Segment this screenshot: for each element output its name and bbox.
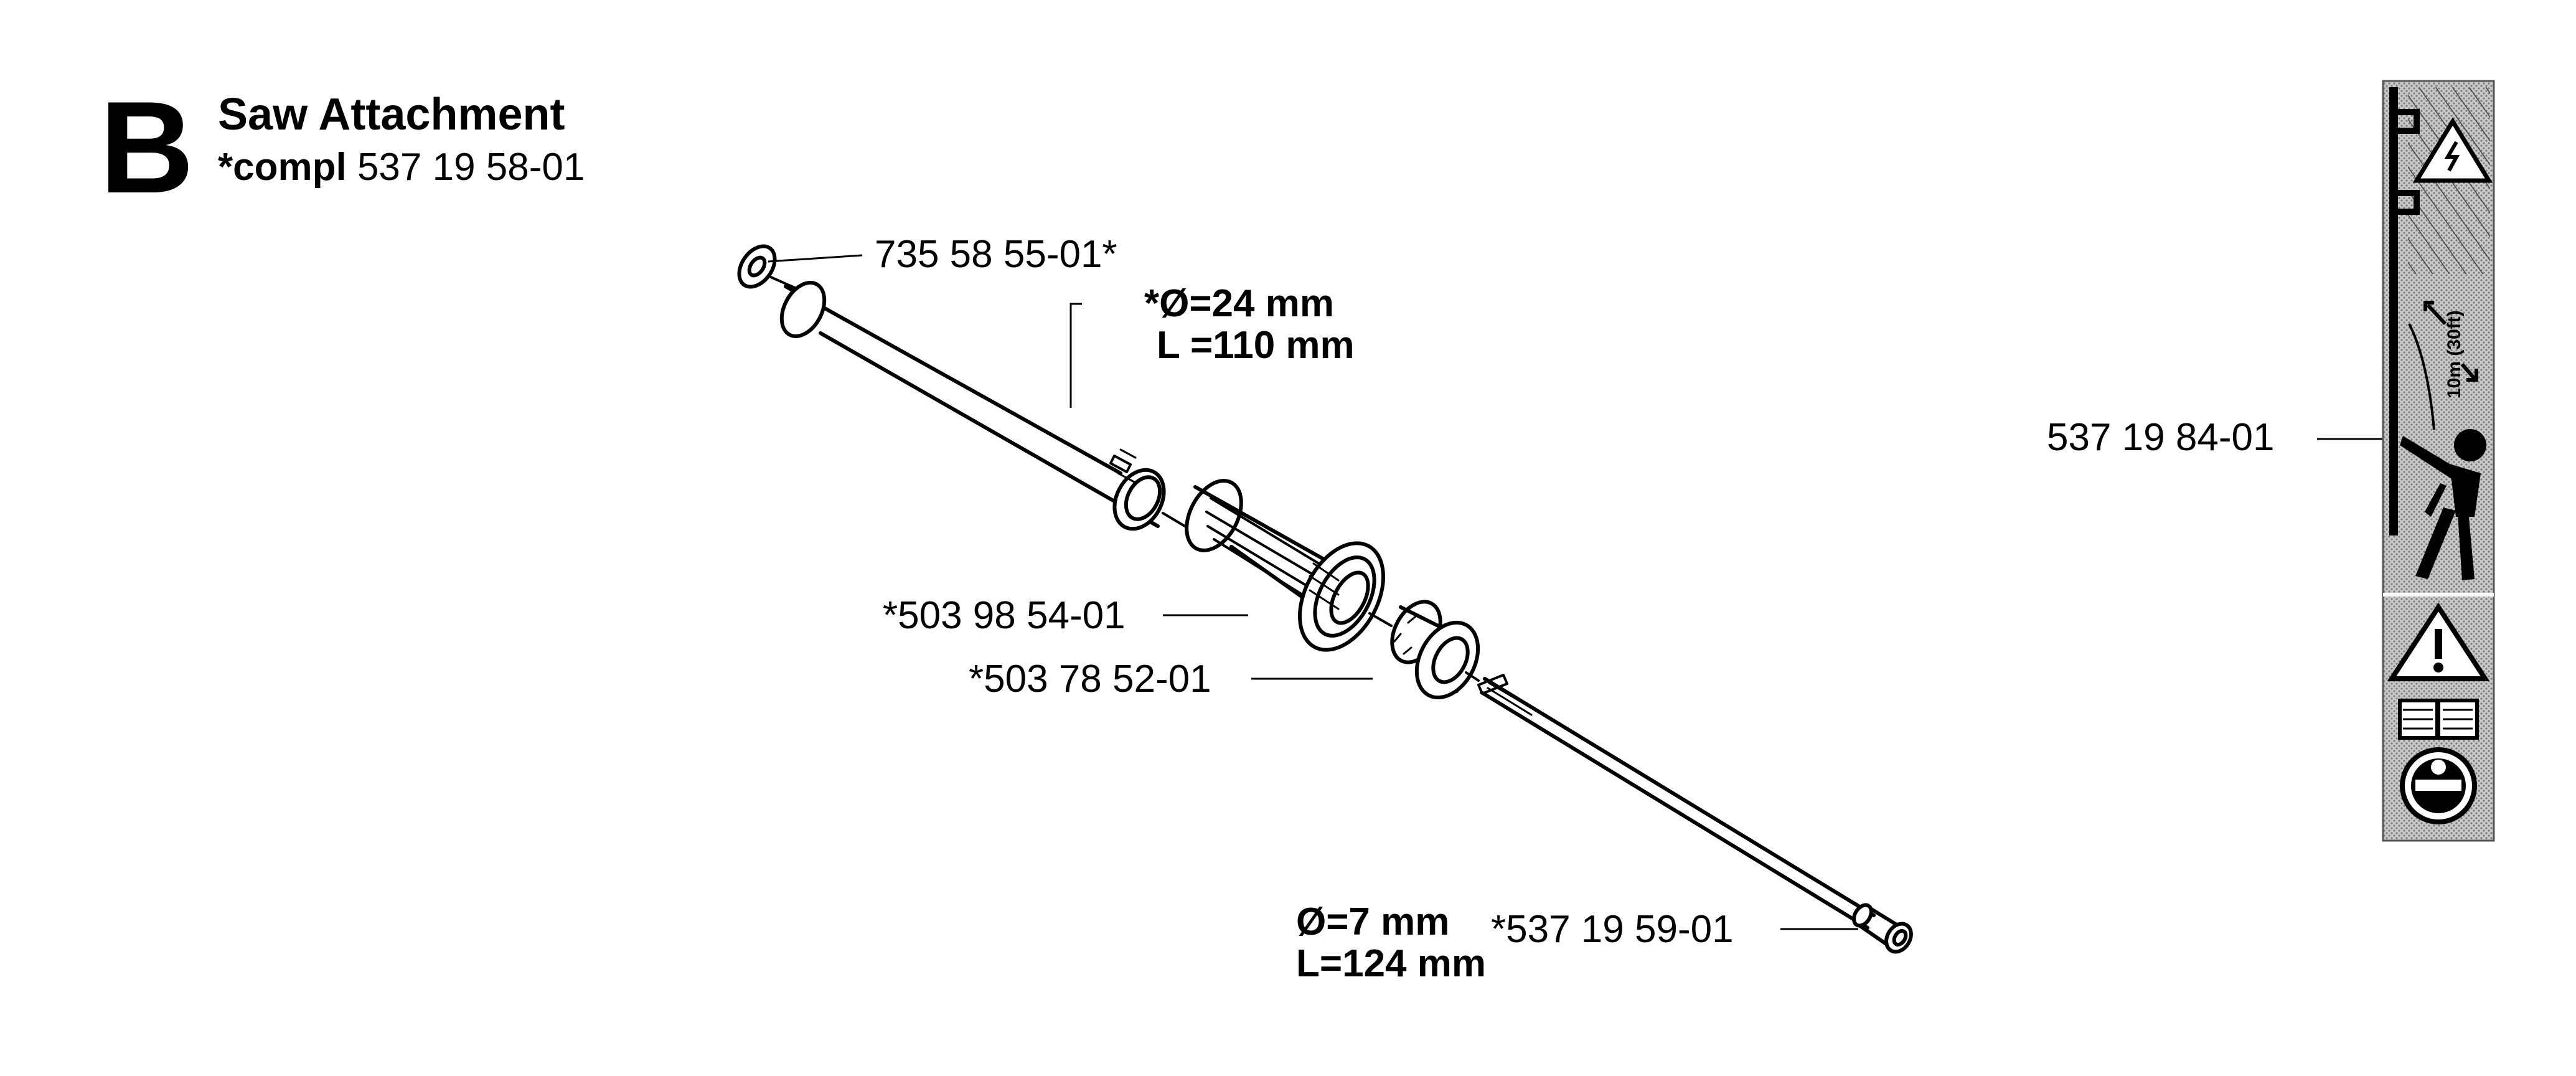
operator-figure-icon (2400, 429, 2486, 580)
hex-nut-part (1390, 600, 1480, 700)
assembly-part-number: 537 19 58-01 (357, 146, 585, 189)
leader-line-washer (768, 254, 863, 263)
section-letter: B (100, 74, 194, 220)
tube-diameter: *Ø=24 mm (1144, 282, 1335, 325)
distance-arrows-icon (2408, 301, 2478, 430)
shaft-spec: Ø=7 mm L=124 mm (1296, 900, 1487, 985)
part-label-nut: *503 78 52-01 (969, 658, 1211, 701)
washer-part (737, 244, 777, 289)
part-label-bushing: *503 98 54-01 (883, 594, 1126, 637)
protective-equipment-icon (2400, 747, 2477, 824)
page-title: Saw Attachment (218, 90, 565, 139)
ribbed-bushing-part (1185, 479, 1385, 652)
part-label-shaft: *537 19 59-01 (1491, 908, 1734, 951)
electric-hazard-icon (2412, 117, 2493, 183)
outer-tube-part (779, 281, 1166, 531)
assembly-number: *compl 537 19 58-01 (218, 148, 585, 187)
shaft-length: L=124 mm (1296, 942, 1487, 985)
distance-label: 10m (30ft) (2444, 310, 2465, 399)
leader-line-tube (1069, 303, 1082, 408)
shaft-diameter: Ø=7 mm (1296, 900, 1450, 943)
warning-triangle-icon (2387, 602, 2490, 681)
tube-length: L =110 mm (1157, 323, 1355, 367)
tube-spec: *Ø=24 mm L =110 mm (1144, 283, 1355, 367)
read-manual-icon (2398, 699, 2479, 740)
drive-shaft-part (1477, 674, 1913, 954)
assembly-label: *compl (218, 146, 347, 189)
part-label-decal: 537 19 84-01 (2047, 416, 2275, 459)
part-label-washer: 735 58 55-01* (875, 233, 1117, 276)
warning-decal: 10m (30ft) (2382, 80, 2495, 842)
